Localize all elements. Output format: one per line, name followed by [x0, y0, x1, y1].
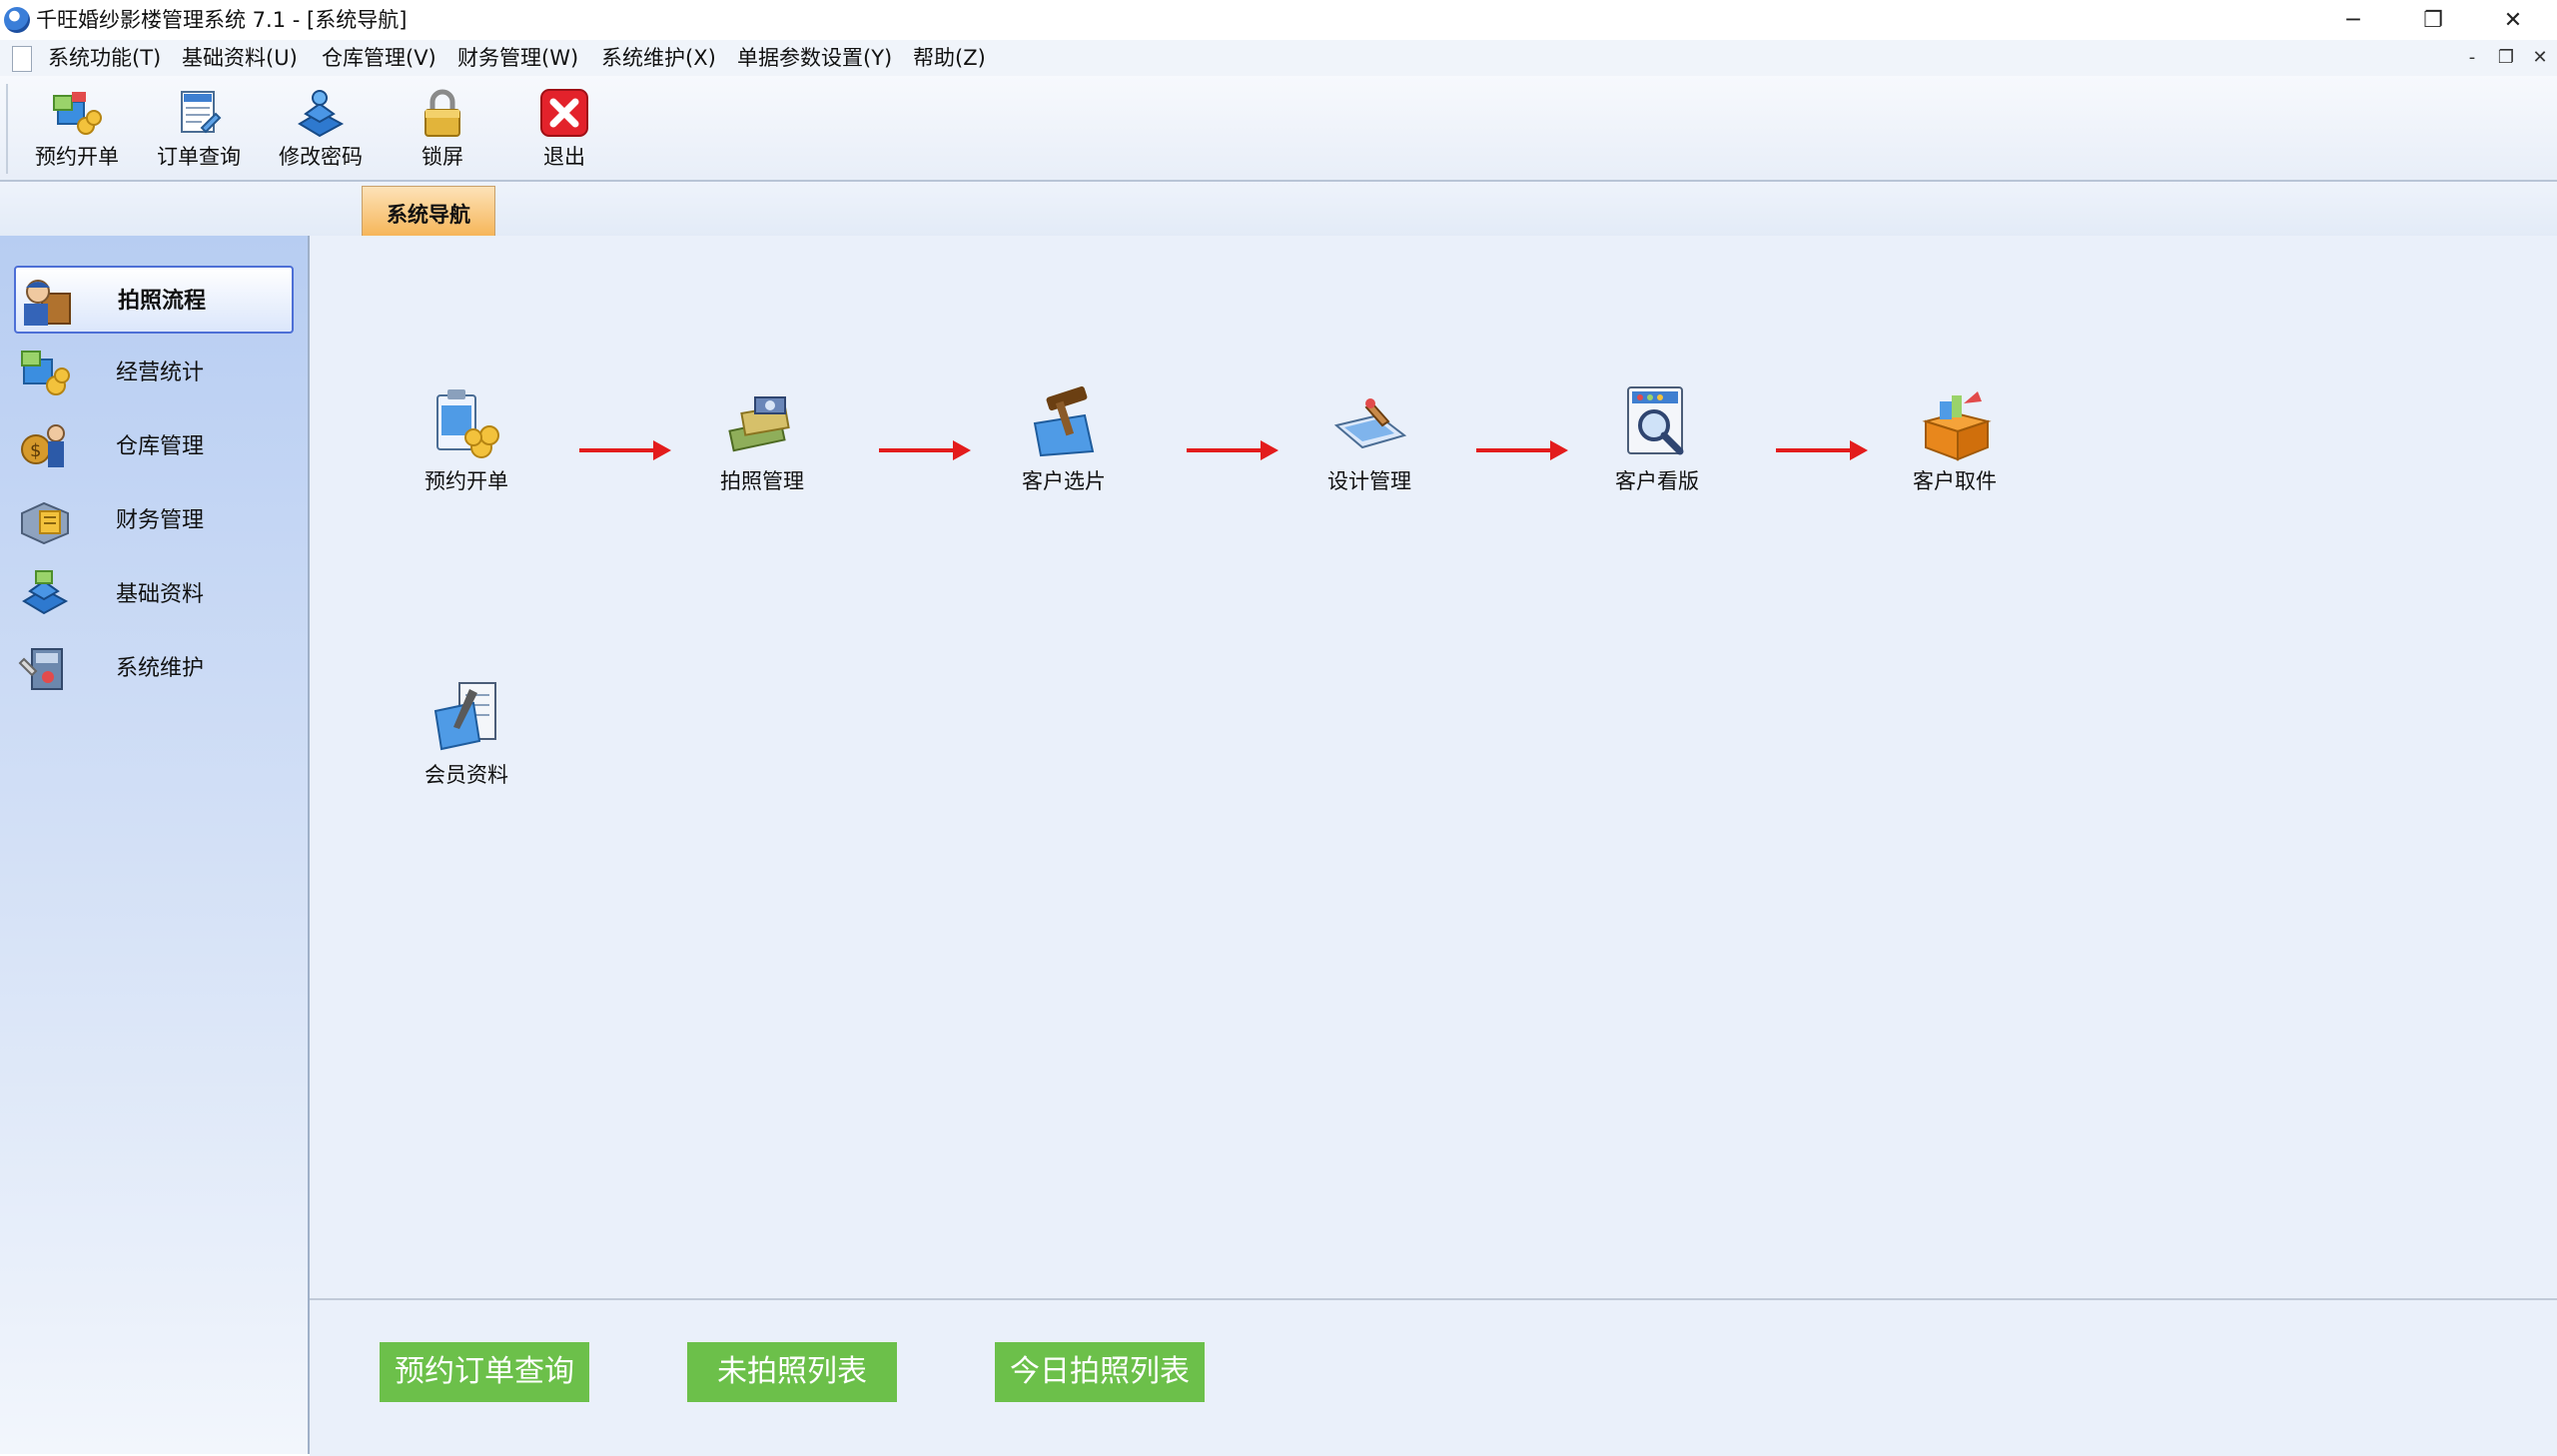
toolbar-label: 修改密码 — [279, 145, 363, 169]
today-photo-list-button[interactable]: 今日拍照列表 — [995, 1342, 1205, 1402]
booking-icon — [429, 385, 505, 461]
menu-bar: 系统功能(T) 基础资料(U) 仓库管理(V) 财务管理(W) 系统维护(X) … — [0, 40, 2557, 76]
navigation-panel: 预约开单 拍照管理 客户选片 — [310, 236, 2557, 1298]
sidebar-item-photo-process[interactable]: 拍照流程 — [14, 266, 294, 334]
flow-step-pickup[interactable]: 客户取件 — [1880, 385, 2030, 515]
flow-step-label: 客户看版 — [1615, 469, 1699, 493]
menu-help[interactable]: 帮助(Z) — [913, 46, 986, 70]
toolbar-label: 退出 — [543, 145, 585, 169]
toolbar-label: 锁屏 — [422, 145, 463, 169]
flow-step-proof-review[interactable]: 客户看版 — [1582, 385, 1732, 515]
flow-step-design[interactable]: 设计管理 — [1294, 385, 1444, 515]
toolbar-grip — [6, 84, 8, 174]
restore-button[interactable]: ❐ — [2423, 7, 2443, 33]
flow-arrow — [1776, 440, 1868, 460]
menu-maintenance[interactable]: 系统维护(X) — [601, 46, 716, 70]
sidebar-item-label: 拍照流程 — [118, 289, 207, 314]
menu-finance[interactable]: 财务管理(W) — [457, 46, 579, 70]
mdi-restore-button[interactable]: ❐ — [2497, 47, 2515, 68]
toolbar: 预约开单 订单查询 修改密码 — [0, 76, 2557, 182]
flow-arrow — [1476, 440, 1568, 460]
app-logo-icon — [4, 7, 30, 33]
mdi-minimize-button[interactable]: - — [2468, 47, 2476, 68]
sidebar-item-warehouse[interactable]: $ 仓库管理 — [14, 413, 294, 481]
sidebar-item-statistics[interactable]: 经营统计 — [14, 340, 294, 407]
finance-icon — [18, 493, 72, 547]
lock-icon — [416, 88, 469, 138]
booking-order-query-button[interactable]: 预约订单查询 — [380, 1342, 589, 1402]
sidebar-item-label: 基础资料 — [116, 582, 205, 607]
sidebar-item-maintenance[interactable]: 系统维护 — [14, 635, 294, 703]
flow-step-label: 会员资料 — [425, 763, 508, 787]
pickup-icon — [1918, 385, 1994, 461]
svg-text:$: $ — [30, 440, 41, 461]
title-bar: 千旺婚纱影楼管理系统 7.1 - [系统导航] ─ ❐ ✕ — [0, 0, 2557, 40]
tab-label: 系统导航 — [387, 203, 470, 227]
toolbar-order-search-button[interactable]: 订单查询 — [144, 82, 254, 176]
window-title: 千旺婚纱影楼管理系统 7.1 - [系统导航] — [36, 8, 408, 32]
maintenance-icon — [18, 641, 72, 695]
sidebar-item-label: 财务管理 — [116, 508, 205, 533]
document-icon — [12, 46, 32, 72]
sidebar-item-label: 经营统计 — [116, 361, 205, 385]
flow-step-booking[interactable]: 预约开单 — [392, 385, 541, 515]
sidebar: 拍照流程 经营统计 $ 仓库管理 — [0, 236, 310, 1454]
flow-step-label: 拍照管理 — [720, 469, 804, 493]
photo-process-icon — [20, 274, 74, 328]
toolbar-booking-button[interactable]: 预约开单 — [22, 82, 132, 176]
flow-step-photo-selection[interactable]: 客户选片 — [989, 385, 1139, 515]
design-icon — [1332, 385, 1408, 461]
photo-management-icon — [725, 385, 801, 461]
order-search-icon — [172, 88, 226, 138]
flow-arrow — [579, 440, 671, 460]
flow-member-data[interactable]: 会员资料 — [392, 679, 541, 809]
sidebar-item-basic-data[interactable]: 基础资料 — [14, 561, 294, 629]
quick-actions-panel — [310, 1298, 2557, 1456]
flow-step-label: 客户取件 — [1913, 469, 1997, 493]
basic-data-icon — [18, 567, 72, 621]
exit-icon — [537, 88, 591, 138]
menu-warehouse[interactable]: 仓库管理(V) — [322, 46, 436, 70]
unphotographed-list-button[interactable]: 未拍照列表 — [687, 1342, 897, 1402]
mdi-close-button[interactable]: ✕ — [2532, 47, 2548, 68]
sidebar-item-label: 仓库管理 — [116, 434, 205, 459]
flow-arrow — [1187, 440, 1278, 460]
statistics-icon — [18, 346, 72, 399]
minimize-button[interactable]: ─ — [2346, 7, 2360, 33]
flow-step-label: 客户选片 — [1022, 469, 1106, 493]
toolbar-label: 订单查询 — [157, 145, 241, 169]
photo-selection-icon — [1027, 385, 1103, 461]
warehouse-icon: $ — [18, 419, 72, 473]
change-password-icon — [294, 88, 348, 138]
tab-system-navigation[interactable]: 系统导航 — [362, 186, 495, 236]
toolbar-label: 预约开单 — [35, 145, 119, 169]
member-icon — [429, 679, 505, 755]
sidebar-item-finance[interactable]: 财务管理 — [14, 487, 294, 555]
menu-system-functions[interactable]: 系统功能(T) — [48, 46, 162, 70]
flow-arrow — [879, 440, 971, 460]
flow-step-label: 设计管理 — [1327, 469, 1411, 493]
flow-step-photo-management[interactable]: 拍照管理 — [687, 385, 837, 515]
menu-document-settings[interactable]: 单据参数设置(Y) — [737, 46, 893, 70]
sidebar-item-label: 系统维护 — [116, 656, 205, 681]
toolbar-change-password-button[interactable]: 修改密码 — [266, 82, 376, 176]
toolbar-lock-screen-button[interactable]: 锁屏 — [388, 82, 497, 176]
close-button[interactable]: ✕ — [2503, 7, 2523, 33]
proof-review-icon — [1620, 385, 1696, 461]
booking-icon — [50, 88, 104, 138]
flow-step-label: 预约开单 — [425, 469, 508, 493]
menu-basic-data[interactable]: 基础资料(U) — [182, 46, 298, 70]
toolbar-exit-button[interactable]: 退出 — [509, 82, 619, 176]
